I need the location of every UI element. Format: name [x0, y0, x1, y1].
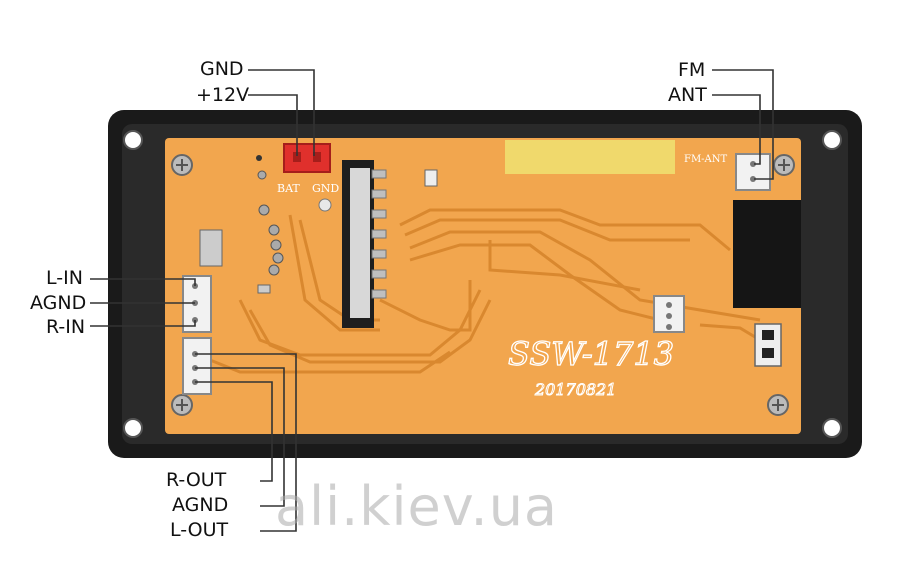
label-ant: ANT — [668, 84, 707, 106]
pcb — [165, 138, 801, 434]
fm-ant-connector — [735, 153, 771, 191]
label-fm: FM — [678, 59, 706, 81]
fm-ant-silk: FM-ANT — [684, 154, 728, 165]
screws — [171, 154, 795, 416]
bat-silk: BAT — [277, 182, 300, 195]
mount-hole-bl — [123, 418, 143, 438]
mount-hole-tl — [123, 130, 143, 150]
center-connector — [653, 295, 685, 333]
sd-card-pins — [371, 169, 387, 299]
gnd-silk: GND — [312, 182, 339, 195]
label-agnd-out: AGND — [172, 494, 229, 516]
label-12v: +12V — [196, 84, 250, 106]
label-agnd-in: AGND — [30, 292, 87, 314]
label-l-in: L-IN — [46, 267, 83, 289]
audio-out-connector — [182, 337, 212, 395]
model-silk: SSW-1713 — [508, 335, 674, 373]
power-connector — [283, 143, 331, 173]
label-r-in: R-IN — [46, 316, 86, 338]
audio-in-connector — [182, 275, 212, 333]
mount-hole-tr — [822, 130, 842, 150]
sd-card-slot — [342, 160, 374, 328]
leader-lines — [90, 69, 774, 532]
date-silk: 20170821 — [534, 380, 616, 399]
watermark: ali.kiev.ua — [275, 475, 559, 538]
label-r-out: R-OUT — [166, 469, 227, 491]
label-gnd: GND — [200, 58, 244, 80]
small-components — [199, 155, 438, 294]
label-l-out: L-OUT — [170, 519, 229, 541]
bluetooth-module — [733, 200, 801, 308]
display-strip — [505, 140, 675, 174]
traces — [209, 208, 761, 374]
right-small-connector — [754, 323, 782, 367]
mount-hole-br — [822, 418, 842, 438]
